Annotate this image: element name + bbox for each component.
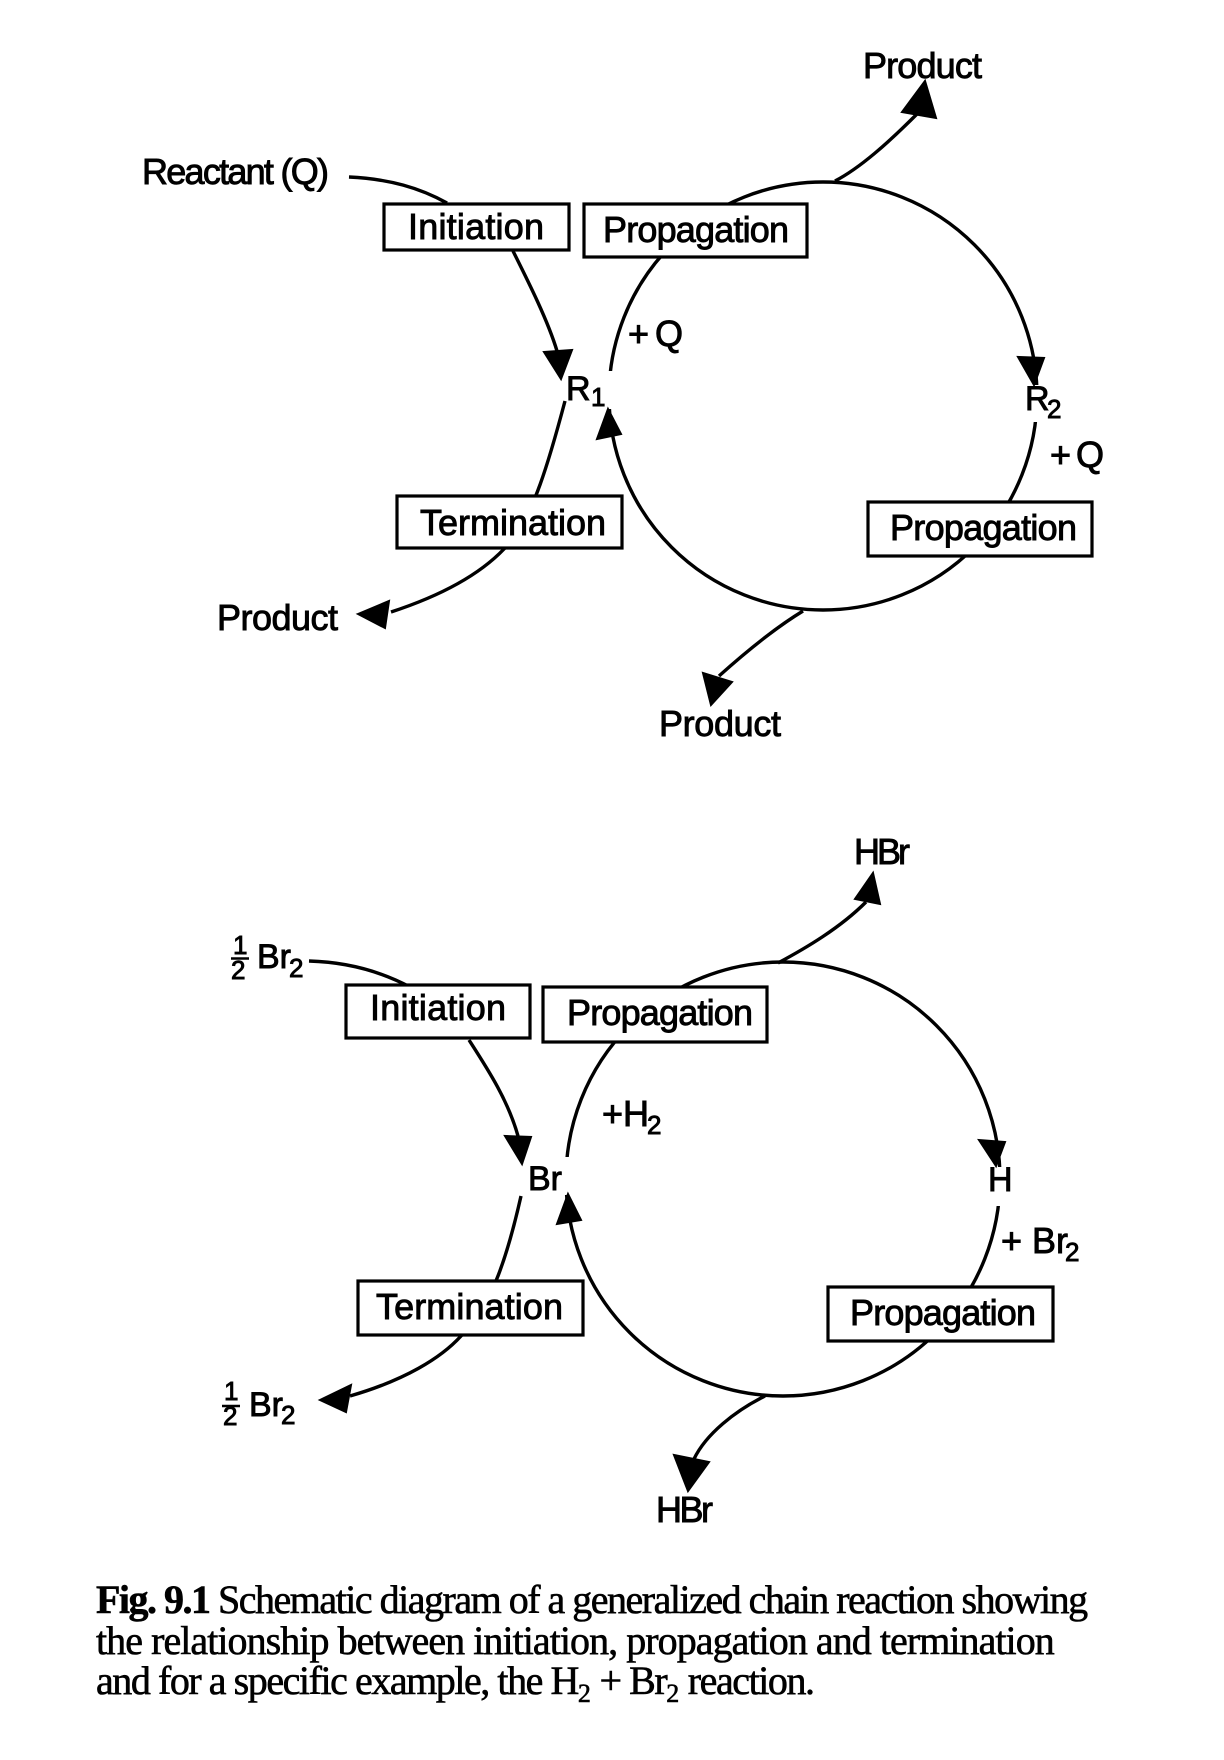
svg-text:+H: +H [602, 1093, 649, 1134]
svg-text:Initiation: Initiation [370, 987, 506, 1028]
svg-text:Br: Br [249, 1386, 283, 1424]
svg-text:Termination: Termination [376, 1286, 563, 1327]
svg-text:Propagation: Propagation [603, 209, 789, 250]
svg-text:2: 2 [231, 955, 245, 985]
svg-text:+ Br: + Br [1001, 1220, 1068, 1261]
svg-text:2: 2 [647, 1110, 661, 1140]
svg-text:Termination: Termination [420, 502, 606, 543]
svg-text:HBr: HBr [656, 1489, 713, 1530]
svg-text:1: 1 [233, 930, 247, 960]
svg-text:HBr: HBr [854, 831, 910, 872]
svg-text:R: R [566, 370, 591, 408]
svg-text:+ Q: + Q [1050, 434, 1104, 475]
svg-text:2: 2 [289, 953, 303, 983]
svg-text:2: 2 [1065, 1237, 1079, 1267]
svg-text:Initiation: Initiation [408, 206, 544, 247]
svg-text:Product: Product [863, 45, 982, 86]
svg-text:Br: Br [528, 1160, 562, 1198]
svg-text:2: 2 [223, 1401, 237, 1431]
svg-text:1: 1 [224, 1376, 238, 1406]
svg-text:Product: Product [217, 597, 338, 638]
svg-text:+ Q: + Q [628, 313, 683, 354]
svg-text:H: H [988, 1161, 1013, 1199]
svg-text:Propagation: Propagation [850, 1292, 1036, 1333]
svg-text:Propagation: Propagation [890, 507, 1077, 548]
svg-text:R: R [1025, 380, 1050, 418]
svg-text:Product: Product [659, 703, 781, 744]
svg-text:Propagation: Propagation [567, 992, 753, 1033]
svg-text:2: 2 [1047, 394, 1061, 424]
svg-text:1: 1 [591, 382, 605, 412]
svg-text:Reactant (Q): Reactant (Q) [142, 151, 329, 192]
svg-text:Br: Br [257, 938, 291, 976]
svg-text:2: 2 [281, 1400, 295, 1430]
